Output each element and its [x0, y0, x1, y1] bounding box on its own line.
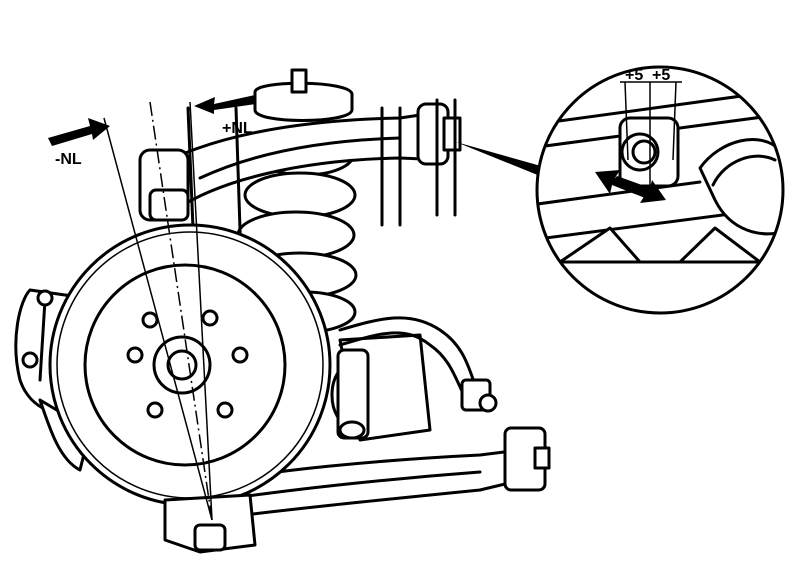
label-plus-nl: +NL — [222, 120, 253, 137]
stabilizer-bar — [338, 316, 498, 413]
camber-reference-lines — [103, 101, 213, 521]
steering-knuckle — [163, 493, 257, 554]
arrow-plus-nl — [194, 95, 256, 114]
label-adjust-right: +5 — [652, 67, 670, 84]
label-adjust-left: +5 — [625, 67, 643, 84]
upper-control-arm — [138, 98, 462, 302]
brake-disc — [48, 223, 332, 507]
arrow-minus-nl — [48, 118, 110, 146]
lower-control-arm — [193, 333, 551, 522]
detail-magnifier — [535, 65, 785, 315]
label-minus-nl: -NL — [55, 151, 82, 168]
callout-pointer — [456, 142, 548, 178]
